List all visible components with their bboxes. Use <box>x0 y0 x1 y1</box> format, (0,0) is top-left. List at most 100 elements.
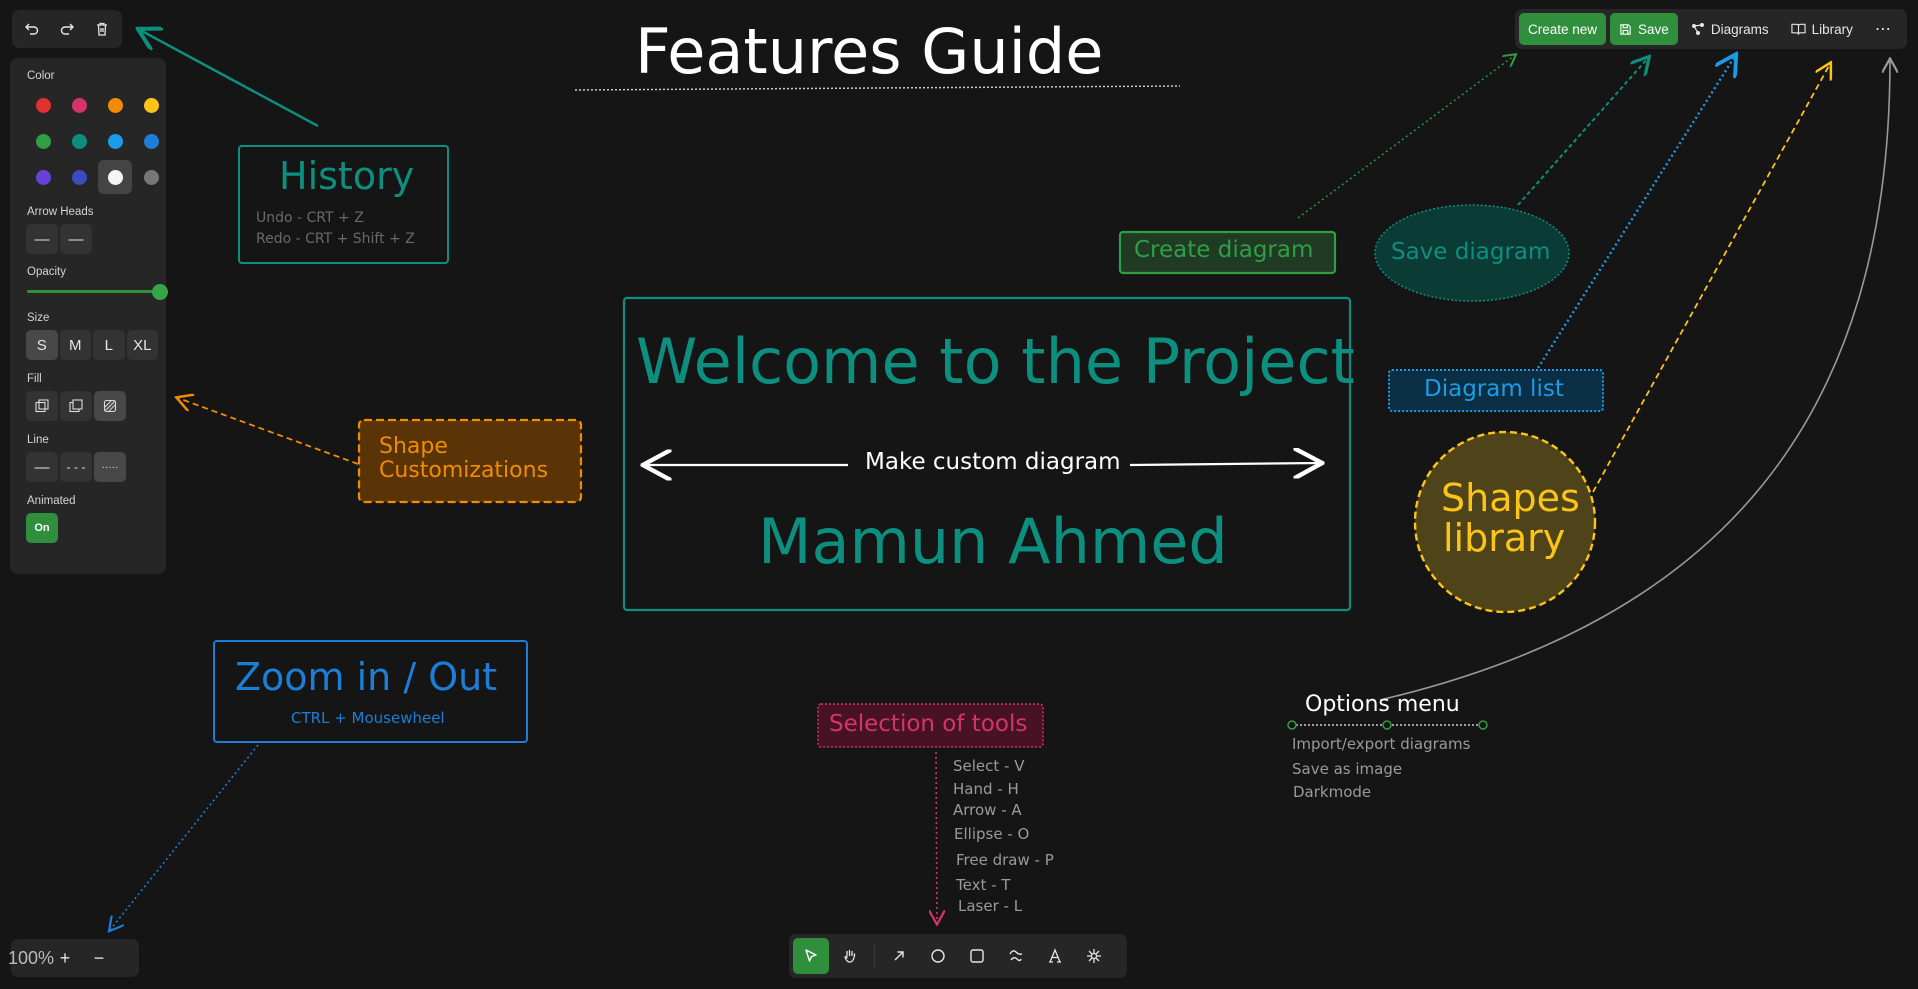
redo-button[interactable] <box>52 14 83 44</box>
hand-tool-button[interactable] <box>832 938 868 974</box>
options-handle <box>1287 720 1297 730</box>
diagrams-button[interactable]: Diagrams <box>1682 13 1778 45</box>
history-toolbar <box>12 10 122 48</box>
arrowheads-label: Arrow Heads <box>27 206 94 218</box>
color-swatch[interactable] <box>62 88 96 122</box>
more-icon: ⋯ <box>1874 21 1891 38</box>
color-swatch[interactable] <box>62 160 96 194</box>
text-tool-button[interactable] <box>1037 938 1073 974</box>
opacity-label: Opacity <box>27 266 66 278</box>
undo-button[interactable] <box>17 14 48 44</box>
undo-icon <box>25 23 39 35</box>
diagrams-icon <box>1691 23 1704 35</box>
diagram-list-arrow <box>1536 56 1735 369</box>
laser-tool-button[interactable] <box>1076 938 1112 974</box>
color-swatch[interactable] <box>98 88 132 122</box>
options-title: Options menu <box>1305 692 1460 717</box>
size-s-button[interactable]: S <box>26 330 58 360</box>
freedraw-icon <box>1009 950 1023 962</box>
line-label: Line <box>27 434 49 446</box>
fill-solid-icon <box>69 399 83 413</box>
fill-hatch-button[interactable] <box>94 391 126 421</box>
laser-icon <box>1087 949 1101 963</box>
color-dot <box>35 133 51 149</box>
color-dot <box>143 133 159 149</box>
line-dotted-button[interactable]: ····· <box>94 452 126 482</box>
color-swatch[interactable] <box>134 160 168 194</box>
arrowhead-end-button[interactable]: — <box>60 224 92 254</box>
fill-label: Fill <box>27 373 42 385</box>
freedraw-tool-button[interactable] <box>998 938 1034 974</box>
zoom-controls: 100% + − <box>7 939 139 977</box>
make-custom-label: Make custom diagram <box>865 449 1121 475</box>
arrow-tool-button[interactable] <box>881 938 917 974</box>
save-button[interactable]: Save <box>1610 13 1678 45</box>
tools-list-item: Select - V <box>953 757 1025 775</box>
shape-custom-label: Customizations <box>379 458 549 483</box>
color-swatch[interactable] <box>62 124 96 158</box>
delete-button[interactable] <box>86 14 117 44</box>
color-dot <box>35 169 51 185</box>
zoom-out-button[interactable]: − <box>93 947 105 968</box>
options-handle <box>1382 720 1392 730</box>
line-dashed-button[interactable]: - - - <box>60 452 92 482</box>
opacity-slider-thumb[interactable] <box>152 284 168 300</box>
size-m-button[interactable]: M <box>59 330 91 360</box>
library-label: Library <box>1811 21 1853 37</box>
size-l-button[interactable]: L <box>93 330 125 360</box>
toolbar-divider <box>874 943 875 969</box>
arrowhead-start-button[interactable]: — <box>26 224 58 254</box>
diagrams-label: Diagrams <box>1710 21 1769 37</box>
options-list-item: Import/export diagrams <box>1292 735 1471 753</box>
color-dot <box>143 169 159 185</box>
create-diagram-label: Create diagram <box>1134 237 1314 263</box>
color-dot <box>71 97 87 113</box>
opacity-slider[interactable] <box>27 284 168 300</box>
library-button[interactable]: Library <box>1782 13 1862 45</box>
save-label: Save <box>1638 21 1669 37</box>
double-arrow-right <box>1129 463 1320 465</box>
color-swatch[interactable] <box>134 88 168 122</box>
color-swatch[interactable] <box>98 124 132 158</box>
rectangle-tool-button[interactable] <box>959 938 995 974</box>
top-menu: Create new Save Diagrams Library ⋯ <box>1515 9 1907 49</box>
text-icon <box>1049 948 1061 963</box>
line-solid-button[interactable]: — <box>26 452 58 482</box>
trash-icon <box>96 22 107 36</box>
color-swatch[interactable] <box>134 124 168 158</box>
shapes-library-label: library <box>1443 516 1566 560</box>
color-label: Color <box>27 70 55 82</box>
select-tool-button[interactable] <box>793 938 829 974</box>
color-swatches <box>26 88 159 194</box>
options-handle <box>1478 720 1488 730</box>
size-xl-button[interactable]: XL <box>126 330 158 360</box>
more-options-button[interactable]: ⋯ <box>1866 13 1900 45</box>
animated-toggle[interactable]: On <box>26 513 58 543</box>
zoom-hint: CTRL + Mousewheel <box>291 709 445 727</box>
rectangle-icon <box>970 949 984 963</box>
welcome-title: Welcome to the Project <box>636 325 1355 398</box>
create-new-button[interactable]: Create new <box>1519 13 1607 45</box>
tools-list-item: Laser - L <box>958 897 1023 915</box>
shape-custom-arrow <box>178 398 359 465</box>
zoom-level[interactable]: 100% <box>7 947 55 968</box>
fill-solid-button[interactable] <box>60 391 92 421</box>
page-title: Features Guide <box>635 15 1104 88</box>
color-dot <box>107 97 123 113</box>
color-dot <box>107 133 123 149</box>
tools-toolbar <box>789 934 1127 978</box>
ellipse-tool-button[interactable] <box>920 938 956 974</box>
selection-tools-arrow <box>936 751 937 923</box>
arrow-icon <box>894 951 904 961</box>
fill-hatch-icon <box>103 399 117 413</box>
zoom-in-button[interactable]: + <box>59 947 71 968</box>
shape-custom-label: Shape <box>379 434 448 459</box>
color-dot <box>35 97 51 113</box>
color-swatch[interactable] <box>26 124 60 158</box>
color-dot <box>143 97 159 113</box>
color-swatch[interactable] <box>26 88 60 122</box>
color-swatch[interactable] <box>98 160 132 194</box>
fill-none-button[interactable] <box>26 391 58 421</box>
tools-list-item: Text - T <box>956 876 1011 894</box>
color-swatch[interactable] <box>26 160 60 194</box>
